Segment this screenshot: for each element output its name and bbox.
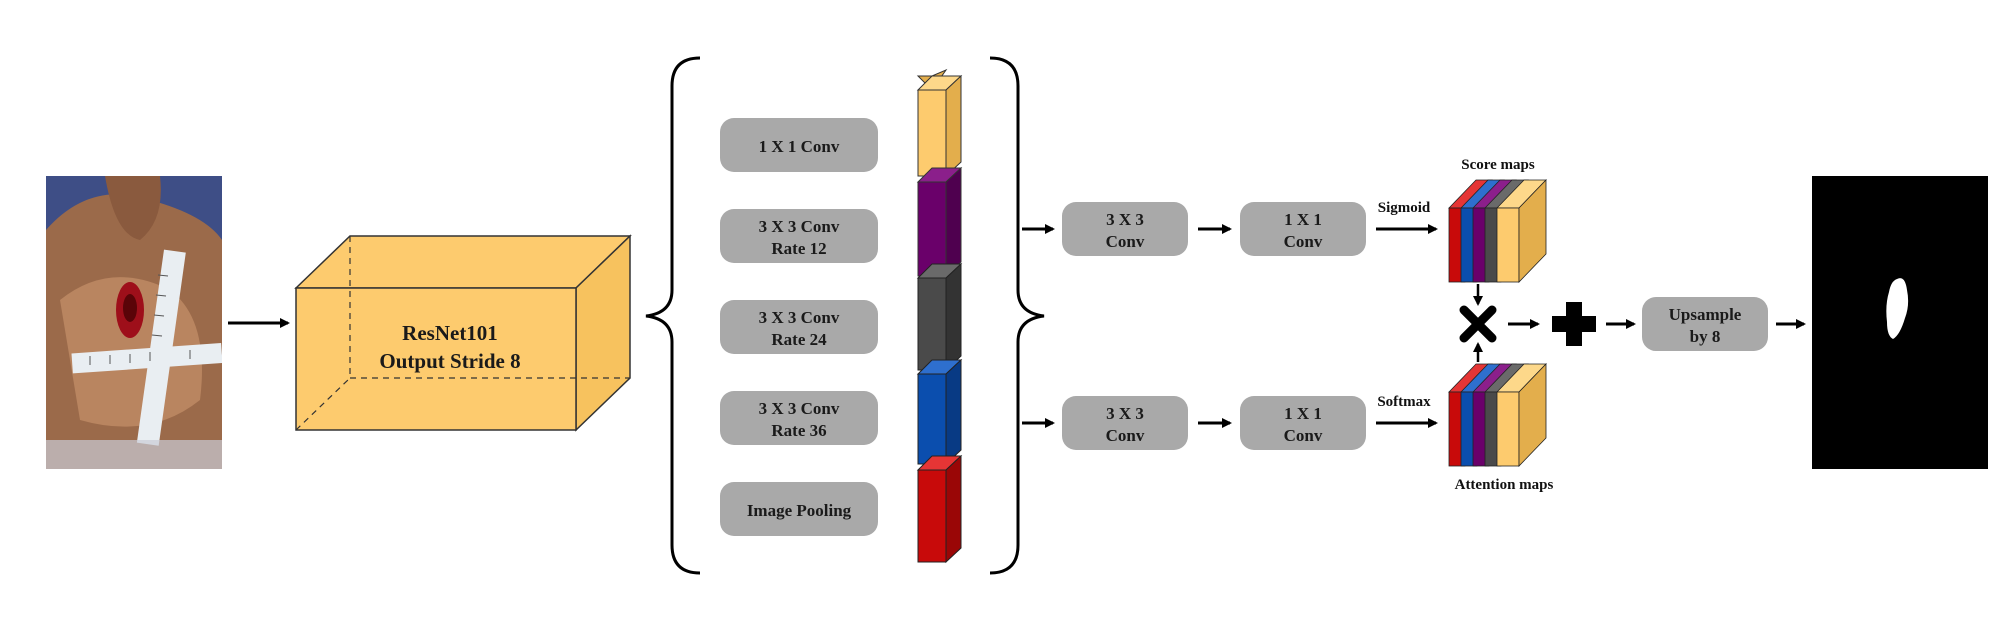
upsample-line1: Upsample (1669, 305, 1742, 324)
bottom-conv3-block: 3 X 3 Conv (1062, 396, 1188, 450)
aspp-branch-label: 3 X 3 Conv (759, 308, 840, 327)
top-conv3-line1: 3 X 3 (1106, 210, 1144, 229)
input-photo (46, 176, 222, 469)
upsample-block: Upsample by 8 (1642, 297, 1768, 351)
upsample-line2: by 8 (1690, 327, 1721, 346)
aspp-branch-label: 3 X 3 Conv (759, 399, 840, 418)
plus-icon (1552, 302, 1596, 346)
feature-slab (916, 166, 963, 278)
attention-maps-label: Attention maps (1455, 477, 1554, 493)
sigmoid-label: Sigmoid (1378, 200, 1431, 216)
backbone-label-line2: Output Stride 8 (379, 349, 520, 373)
aspp-branch: 1 X 1 Conv (720, 118, 878, 172)
aspp-branch: 3 X 3 Conv Rate 36 (720, 391, 878, 445)
aspp-branch: 3 X 3 Conv Rate 12 (720, 209, 878, 263)
top-conv3-line2: Conv (1106, 232, 1145, 251)
bottom-conv3-line2: Conv (1106, 426, 1145, 445)
left-brace (645, 56, 701, 575)
multiply-icon (1459, 305, 1497, 343)
feature-slab (916, 454, 963, 564)
feature-slab (916, 358, 963, 466)
feature-slab (916, 262, 963, 372)
attention-maps-stack (1448, 363, 1547, 467)
top-conv1-line2: Conv (1284, 232, 1323, 251)
aspp-branch-label: 1 X 1 Conv (759, 137, 840, 156)
segmentation-mask-icon (1812, 176, 1988, 469)
top-conv3-block: 3 X 3 Conv (1062, 202, 1188, 256)
backbone-label-line1: ResNet101 (402, 321, 498, 345)
softmax-label: Softmax (1377, 394, 1431, 410)
aspp-branch-label: Image Pooling (747, 501, 852, 520)
right-brace (989, 56, 1045, 575)
backbone-block: ResNet101 Output Stride 8 (294, 234, 632, 432)
bottom-conv3-line1: 3 X 3 (1106, 404, 1144, 423)
feature-slab (916, 68, 963, 178)
top-conv1-line1: 1 X 1 (1284, 210, 1322, 229)
aspp-branch: Image Pooling (720, 482, 878, 536)
score-maps-stack (1448, 179, 1547, 283)
top-conv1-block: 1 X 1 Conv (1240, 202, 1366, 256)
bottom-conv1-line2: Conv (1284, 426, 1323, 445)
aspp-branch-rate: Rate 36 (771, 421, 826, 440)
bottom-conv1-block: 1 X 1 Conv (1240, 396, 1366, 450)
aspp-branch-label: 3 X 3 Conv (759, 217, 840, 236)
bottom-conv1-line1: 1 X 1 (1284, 404, 1322, 423)
score-maps-label: Score maps (1461, 157, 1535, 173)
aspp-branch-rate: Rate 24 (771, 330, 827, 349)
aspp-branch-rate: Rate 12 (771, 239, 826, 258)
aspp-branch: 3 X 3 Conv Rate 24 (720, 300, 878, 354)
